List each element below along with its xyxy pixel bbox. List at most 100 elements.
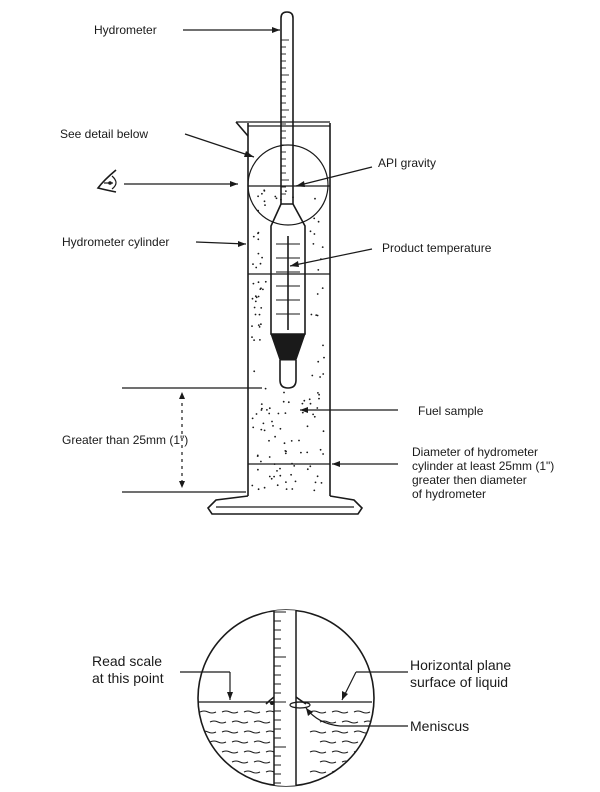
fuel-dot	[321, 246, 324, 249]
liquid-wave	[231, 740, 249, 744]
fuel-dot	[268, 412, 271, 415]
liquid-wave	[209, 720, 227, 724]
liquid-wave	[231, 720, 249, 724]
fuel-dot	[309, 465, 312, 468]
liquid-wave	[353, 710, 371, 714]
fuel-dot	[257, 468, 259, 471]
fuel-dot	[277, 412, 280, 415]
fuel-dot	[261, 256, 263, 259]
fuel-dot	[262, 422, 265, 425]
fuel-dot	[303, 399, 306, 402]
label-diameter-line-2: cylinder at least 25mm (1")	[412, 459, 554, 473]
label-see-detail: See detail below	[60, 127, 148, 141]
fuel-dot	[252, 426, 255, 429]
fuel-dot	[254, 295, 257, 298]
fuel-dot	[252, 263, 254, 265]
fuel-dot	[252, 282, 255, 285]
label-diameter-line-3: greater then diameter	[412, 473, 527, 487]
fuel-dot	[270, 477, 273, 480]
liquid-wave	[243, 750, 261, 754]
liquid-wave	[243, 710, 261, 714]
fuel-dot	[257, 281, 260, 284]
fuel-dot	[273, 475, 275, 478]
fuel-dot	[251, 484, 254, 487]
fuel-dot	[251, 417, 254, 420]
liquid-wave	[253, 740, 271, 744]
fuel-dot	[290, 473, 292, 476]
liquid-wave	[363, 760, 374, 764]
fuel-dot	[259, 288, 262, 290]
fuel-dot	[263, 190, 266, 192]
label-fuel-sample: Fuel sample	[418, 404, 484, 418]
fuel-dot	[259, 339, 261, 341]
fuel-dot	[268, 439, 270, 442]
fuel-dot	[285, 488, 288, 490]
fuel-dot	[260, 403, 263, 405]
label-horizontal-plane-2: surface of liquid	[410, 674, 508, 690]
fuel-dot	[284, 452, 287, 455]
fuel-dot	[300, 451, 302, 454]
liquid-wave	[199, 730, 217, 734]
fuel-dot	[274, 195, 277, 198]
fuel-dot	[294, 480, 297, 483]
liquid-wave	[243, 770, 261, 774]
fuel-dot	[312, 413, 314, 416]
liquid-wave	[221, 730, 239, 734]
fuel-dot	[260, 460, 262, 463]
fuel-dot	[275, 197, 278, 200]
fuel-dot	[276, 470, 278, 472]
fuel-dot	[310, 313, 313, 316]
fuel-dot	[284, 412, 287, 414]
stem-scale	[281, 39, 289, 195]
fuel-dot	[279, 427, 282, 430]
fuel-dot	[264, 387, 267, 390]
fuel-dot	[318, 397, 320, 400]
fuel-dot	[260, 409, 263, 411]
fuel-dot	[321, 287, 324, 289]
fuel-dot	[285, 481, 287, 483]
thermometer-scale	[276, 243, 300, 315]
fuel-dot	[317, 360, 320, 363]
label-api-gravity: API gravity	[378, 156, 436, 170]
fuel-dot	[317, 220, 320, 223]
fuel-dot	[287, 401, 290, 404]
fuel-dot	[272, 425, 274, 427]
fuel-dot	[306, 468, 309, 471]
label-read-scale-2: at this point	[92, 670, 164, 686]
fuel-dot	[256, 455, 259, 457]
fuel-dot	[253, 306, 256, 309]
fuel-dot	[276, 484, 279, 487]
fuel-dot	[255, 266, 258, 269]
eye-icon	[96, 169, 117, 193]
fuel-dot	[306, 451, 309, 454]
label-diameter-line-4: of hydrometer	[412, 487, 486, 501]
liquid-wave	[221, 770, 239, 774]
fuel-dot	[322, 344, 324, 347]
label-greater-than: Greater than 25mm (1")	[62, 433, 188, 447]
fuel-dot	[317, 269, 320, 271]
fuel-dot	[260, 307, 263, 309]
label-hydrometer-cylinder: Hydrometer cylinder	[62, 235, 169, 249]
fuel-dot	[306, 425, 309, 428]
fuel-dot	[314, 481, 317, 484]
fuel-dot	[291, 462, 293, 465]
fuel-sample-dots	[251, 189, 325, 492]
fuel-dot	[257, 252, 260, 255]
detail-stem-scale	[274, 611, 286, 784]
fuel-dot	[254, 300, 257, 303]
fuel-dot	[258, 326, 261, 328]
fuel-dot	[298, 439, 300, 442]
liquid-wave	[253, 720, 271, 724]
fuel-dot	[253, 339, 256, 341]
liquid-wave	[331, 750, 349, 754]
fuel-dot	[255, 413, 258, 415]
fuel-dot	[317, 392, 319, 394]
liquid-wave	[309, 710, 327, 714]
fuel-dot	[291, 488, 294, 490]
leader-lines	[124, 27, 398, 467]
liquid-wave	[341, 720, 359, 724]
fuel-dot	[309, 402, 312, 405]
liquid-wave	[341, 760, 359, 764]
fuel-dot	[257, 232, 259, 235]
fuel-dot	[262, 288, 264, 291]
